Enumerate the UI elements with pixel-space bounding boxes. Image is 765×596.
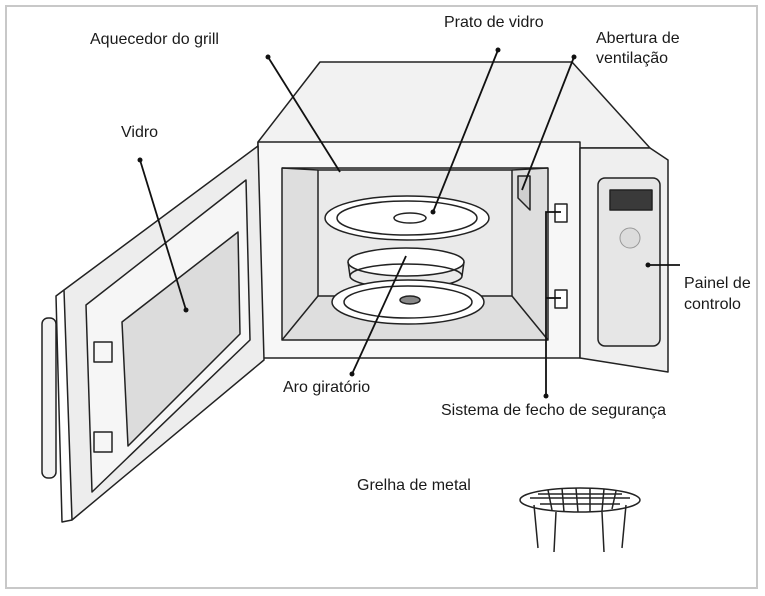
diagram-frame: [5, 5, 758, 589]
glass-plate-shape: [324, 195, 490, 241]
leader-vent: [521, 56, 575, 191]
leader-glass-plate: [432, 49, 499, 213]
door-hinge-bottom: [93, 431, 113, 453]
metal-rack-grill: [530, 487, 630, 513]
label-safety-lock: Sistema de fecho de segurança: [441, 402, 667, 419]
door-side: [55, 289, 73, 523]
metal-rack-top: [519, 487, 641, 513]
label-ring: Aro giratório: [283, 379, 371, 396]
latch-hole-top: [554, 203, 568, 223]
vent-opening: [517, 175, 531, 211]
roller-ring-top: [347, 247, 465, 277]
label-control-line1: Painel de: [684, 275, 751, 292]
leader-ring: [351, 255, 407, 375]
control-display: [609, 189, 653, 211]
leader-grill-heater: [267, 56, 341, 173]
label-glass-plate: Prato de vidro: [444, 14, 544, 31]
label-metal-rack: Grelha de metal: [357, 477, 471, 494]
latch-hole-bottom: [554, 289, 568, 309]
label-glass: Vidro: [121, 124, 159, 141]
door-hinge-top: [93, 341, 113, 363]
metal-rack-legs: [533, 504, 627, 553]
leader-glass: [139, 159, 187, 311]
door-window: [121, 231, 241, 447]
leader-safety-lock: [545, 211, 561, 396]
control-panel: [597, 177, 661, 347]
door-handle: [41, 317, 57, 479]
control-knob: [619, 227, 641, 249]
label-control-line2: controlo: [684, 296, 741, 313]
label-grill-heater: Aquecedor do grill: [90, 31, 219, 48]
label-vent-line2: ventilação: [596, 50, 669, 67]
label-vent-line1: Abertura de: [596, 30, 680, 47]
